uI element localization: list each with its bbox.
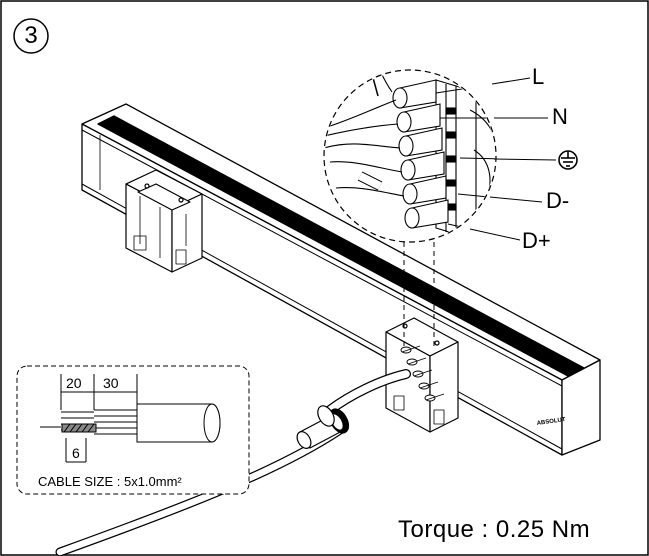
- cable-gland: [296, 405, 350, 449]
- product-marking: ABSOLUT: [536, 417, 566, 427]
- dimension-conductor: 6: [72, 445, 80, 461]
- torque-label: Torque : 0.25 Nm: [398, 516, 591, 543]
- step-number: 3: [24, 22, 38, 49]
- cable-size-label: CABLE SIZE : 5x1.0mm²: [38, 474, 182, 489]
- dimension-strip-core: 20: [66, 375, 82, 391]
- terminal-label-l: L: [532, 64, 545, 89]
- terminal-label-d-plus: D+: [522, 228, 551, 253]
- left-mounting-bracket: [125, 169, 203, 273]
- terminal-label-n: N: [552, 104, 568, 129]
- cable-strip-detail: [16, 365, 250, 495]
- ground-symbol-icon: [558, 150, 578, 170]
- terminal-label-d-minus: D-: [546, 188, 570, 213]
- step-circle: [13, 18, 49, 54]
- dimension-strip-jacket: 30: [103, 375, 119, 391]
- terminal-block: [400, 345, 445, 402]
- zoom-detail: [323, 69, 557, 243]
